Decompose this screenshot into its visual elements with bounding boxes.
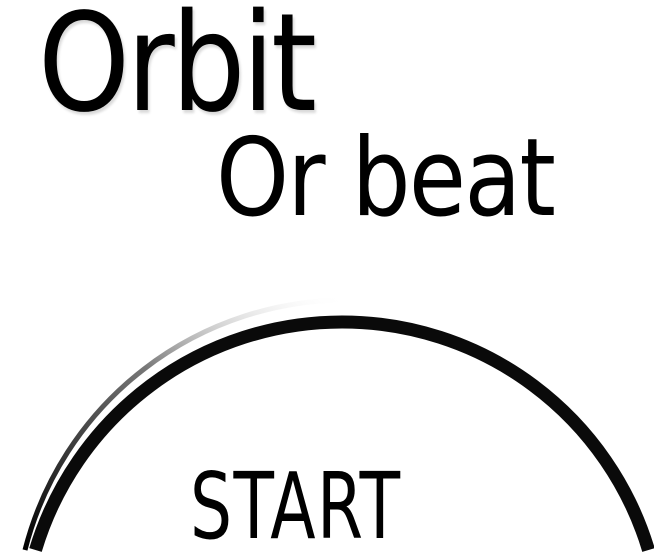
start-ring[interactable]	[29, 315, 654, 552]
game-title: Orbit	[38, 0, 317, 143]
game-subtitle: Or beat	[216, 116, 556, 241]
start-button[interactable]: START	[190, 453, 402, 560]
orbit-trail-arc	[22, 297, 351, 551]
